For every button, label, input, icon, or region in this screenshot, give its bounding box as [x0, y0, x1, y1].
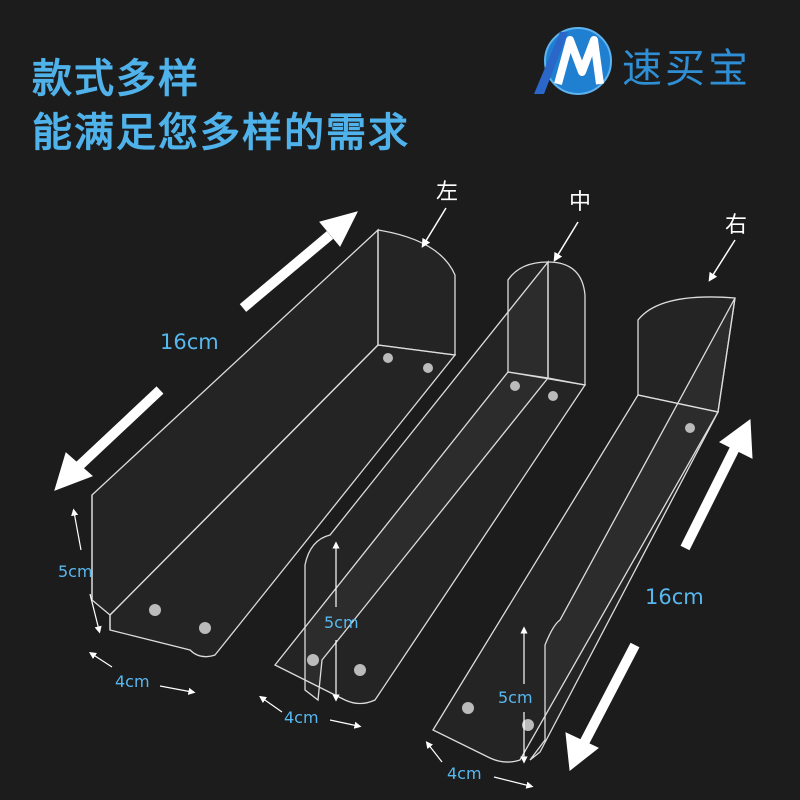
width-label-right: 4cm	[447, 764, 482, 783]
right-holder	[432, 296, 736, 763]
left-holder	[91, 228, 457, 658]
width-label-middle: 4cm	[284, 708, 319, 727]
label-middle: 中	[569, 190, 592, 215]
M-logo-icon	[534, 27, 612, 95]
position-pointers	[421, 207, 736, 282]
middle-holder-holes	[307, 381, 558, 676]
dimension-arrows	[71, 508, 534, 789]
width-label-left: 4cm	[115, 672, 150, 691]
headline-line-1: 款式多样	[32, 56, 200, 102]
label-right: 右	[725, 213, 748, 238]
middle-holder	[273, 260, 587, 705]
label-left: 左	[436, 180, 459, 205]
length-label-left: 16cm	[160, 330, 219, 354]
height-label-middle: 5cm	[324, 613, 359, 632]
length-arrows	[54, 211, 753, 771]
left-holder-holes	[149, 353, 433, 634]
brand-logo: 速买宝	[530, 26, 792, 96]
right-holder-holes	[462, 423, 695, 731]
brand-name: 速买宝	[622, 46, 751, 92]
height-label-left: 5cm	[58, 562, 93, 581]
height-label-right: 5cm	[498, 688, 533, 707]
length-label-right: 16cm	[645, 585, 704, 609]
headline-line-2: 能满足您多样的需求	[32, 110, 410, 156]
